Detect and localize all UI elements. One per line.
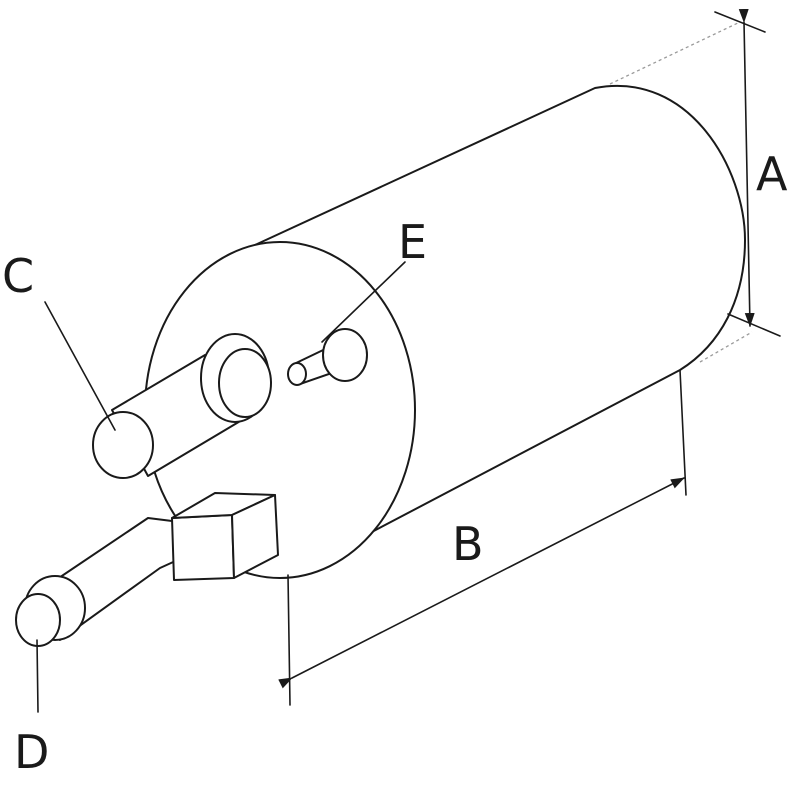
outlet-port-c: C	[2, 249, 272, 479]
outlet-collar-inner	[218, 348, 272, 418]
dimension-a: A	[609, 8, 788, 363]
connector-block-front	[171, 514, 235, 581]
label-e: E	[398, 215, 427, 269]
dimension-b: B	[278, 369, 687, 706]
label-d: D	[14, 725, 49, 779]
valve-collar	[322, 328, 368, 382]
leader-c	[44, 301, 116, 431]
tick-a-bottom	[727, 313, 781, 337]
check-valve-e: E	[287, 215, 427, 386]
electrical-connector-d: D	[14, 492, 279, 779]
extension-line-b-right	[679, 369, 687, 496]
extension-line-a-bottom	[699, 331, 753, 363]
connector-plug-tip	[15, 593, 61, 647]
label-b: B	[452, 517, 484, 571]
leader-e	[321, 261, 406, 343]
outlet-tip	[92, 411, 154, 479]
extension-line-a-top	[609, 21, 741, 85]
label-a: A	[756, 147, 788, 201]
label-c: C	[2, 249, 34, 303]
tick-a-top	[714, 11, 766, 33]
valve-tip	[287, 362, 307, 386]
leader-d	[36, 639, 39, 713]
connector-block-side	[231, 494, 279, 579]
extension-line-b-left	[287, 574, 291, 706]
dimension-line-b	[278, 477, 685, 689]
dimension-line-a	[738, 8, 755, 327]
